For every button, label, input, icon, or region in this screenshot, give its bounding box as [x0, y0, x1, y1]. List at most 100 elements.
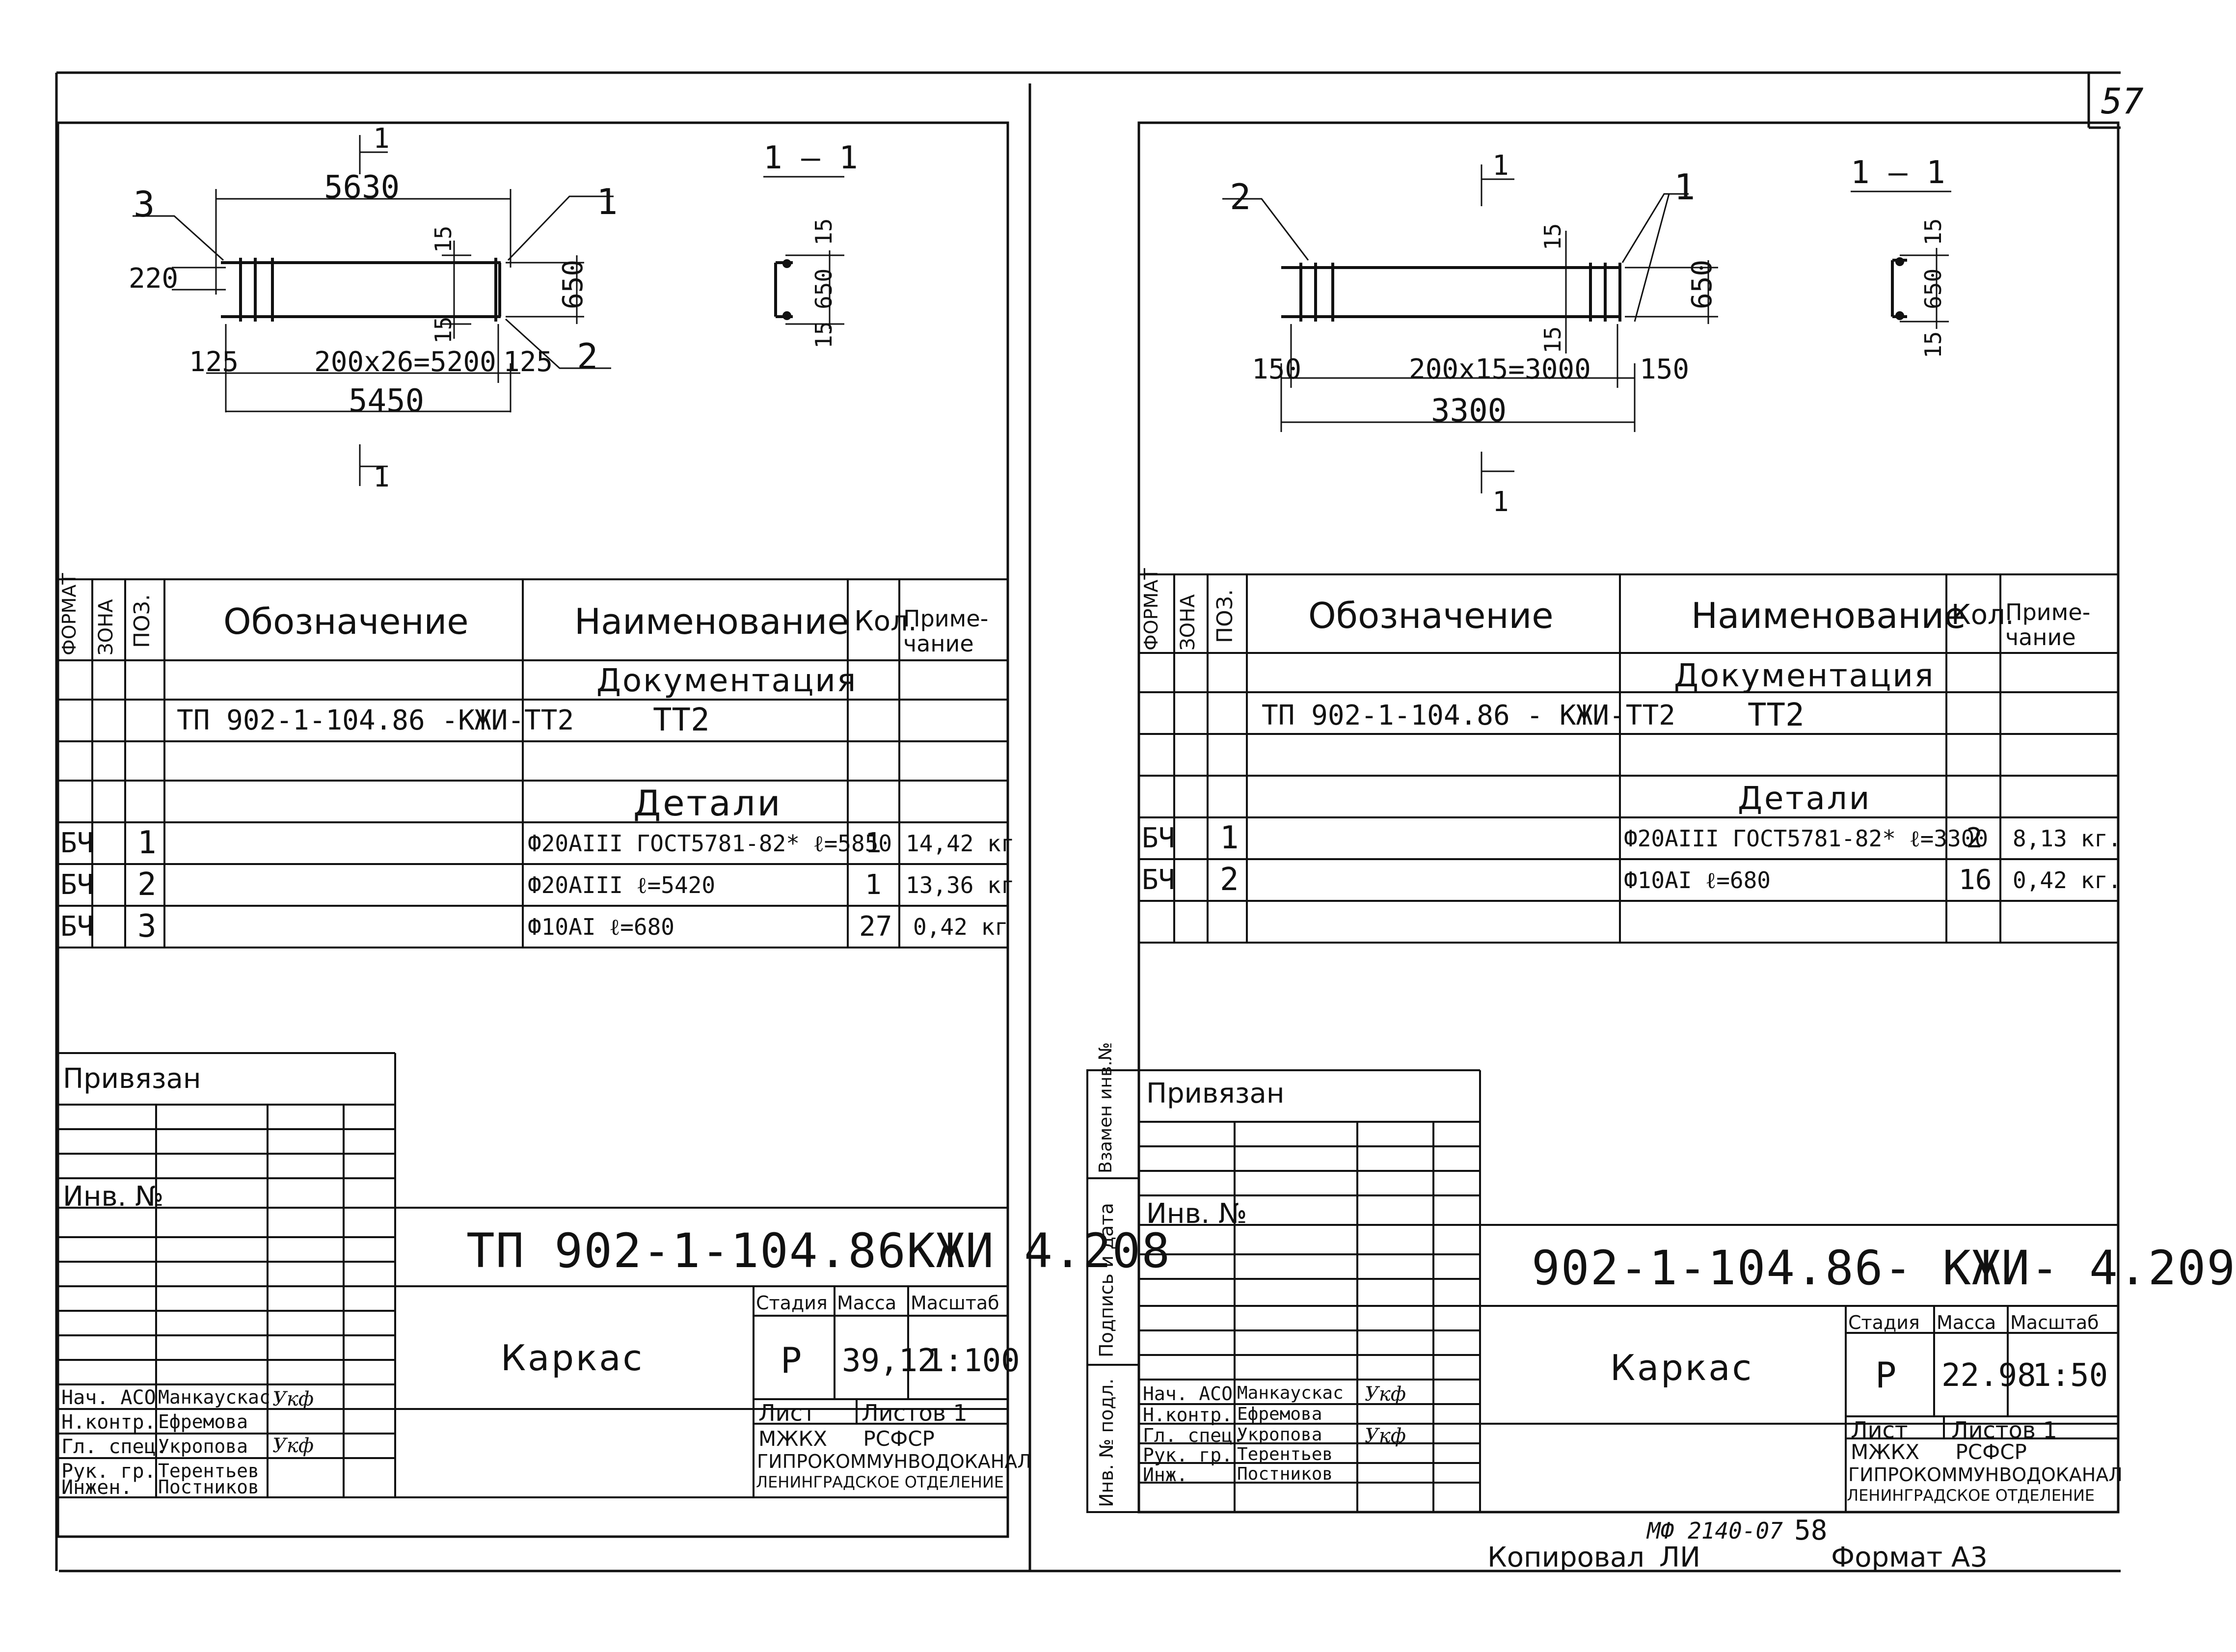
right-stamp-code: 902-1-104.86- КЖИ- 4.209	[1532, 1241, 2236, 1296]
left-dim-cover-bottom: 15	[430, 316, 457, 344]
left-hdr-designation: Обозначение	[223, 601, 469, 642]
right-cage-drawing	[1281, 263, 1621, 322]
right-person-name: Ефремова	[1237, 1404, 1322, 1424]
left-stamp-grid	[58, 1052, 1008, 1498]
right-section-docs: Документация	[1674, 658, 1935, 694]
signature-mark: Укф	[1365, 1425, 1406, 1447]
right-person-name: Терентьев	[1237, 1444, 1333, 1464]
right-row2-pos: 2	[1220, 862, 1239, 898]
right-row1-name: Ф20АIII ГОСТ5781-82* ℓ=3300	[1624, 825, 1989, 852]
right-person-name: Манкаускас	[1237, 1383, 1344, 1403]
right-dim-bottom: 3300	[1431, 393, 1507, 429]
right-doc-designation: ТП 902-1-104.86 - КЖИ-ТТ2	[1262, 700, 1675, 731]
left-row2-note: 13,36 кг	[906, 872, 1015, 898]
left-person-role: Нач. АСО	[61, 1386, 156, 1409]
right-person-role: Нач. АСО	[1143, 1383, 1233, 1405]
left-dim-end-right: 125	[503, 346, 553, 378]
left-person-name: Укропова	[158, 1435, 248, 1457]
left-dim-cover-top: 15	[430, 225, 457, 253]
footer-sheet-no: 58	[1794, 1515, 1828, 1546]
left-row2-qty: 1	[865, 869, 882, 901]
left-row3-name: Ф10АI ℓ=680	[528, 914, 674, 940]
left-hdr-zone: ЗОНА	[95, 599, 117, 655]
right-hdr-format: ФОРМАТ	[1140, 568, 1162, 650]
right-section-cover-top: 15	[1920, 218, 1946, 245]
left-row3-note: 0,42 кг	[913, 914, 1008, 940]
signature-mark: Укф	[1365, 1383, 1406, 1406]
page-number: 57	[2101, 81, 2144, 122]
left-person-name: Терентьев	[158, 1460, 259, 1482]
footer-archive-no: МФ 2140-07	[1647, 1517, 1783, 1544]
left-hdr-note: Приме-чание	[903, 605, 989, 657]
right-person-name: Постников	[1237, 1464, 1333, 1484]
right-person-role: Н.контр.	[1143, 1404, 1233, 1426]
left-stamp-org1: МЖКХ РСФСР	[758, 1427, 935, 1451]
right-row1-note: 8,13 кг.	[2013, 825, 2122, 852]
left-stamp-stage: Р	[781, 1340, 802, 1381]
right-row2-qty: 16	[1959, 864, 1992, 896]
left-dim-bottom: 5450	[349, 383, 425, 419]
right-stamp-org1: МЖКХ РСФСР	[1851, 1440, 2027, 1464]
right-spec-grid	[1139, 573, 2118, 944]
drawing-linework	[55, 71, 2121, 1572]
right-cut-mark-top: 1	[1492, 150, 1509, 182]
right-stamp-title: Каркас	[1610, 1347, 1754, 1388]
left-row3-pos: 3	[137, 908, 157, 945]
right-row2-format: БЧ	[1142, 864, 1175, 896]
signature-mark: Укф	[272, 1435, 314, 1457]
right-callout-1: 1	[1674, 166, 1696, 208]
left-section-dim-650: 650	[810, 268, 837, 309]
right-doc-name: ТТ2	[1748, 697, 1805, 733]
left-cut-mark-top: 1	[373, 123, 390, 155]
right-dim-cover-bottom: 15	[1539, 326, 1566, 353]
left-row3-qty: 27	[859, 911, 892, 943]
right-stamp-scale: 1:50	[2032, 1357, 2108, 1394]
left-stamp-org3: ЛЕНИНГРАДСКОЕ ОТДЕЛЕНИЕ	[756, 1473, 1004, 1491]
right-stamp-stage: Р	[1875, 1354, 1897, 1396]
left-spec-grid	[58, 578, 1008, 948]
right-cut-mark-bottom: 1	[1492, 486, 1509, 518]
right-dim-cover-top: 15	[1539, 223, 1566, 250]
right-section-label: 1 — 1	[1851, 155, 1945, 191]
left-cage-drawing	[221, 258, 501, 322]
left-row1-format: БЧ	[60, 827, 94, 859]
right-row1-qty: 2	[1966, 822, 1983, 854]
left-dim-end-left: 125	[189, 346, 239, 378]
left-person-name: Постников	[158, 1476, 259, 1498]
right-stamp-inv: Инв. №	[1146, 1198, 1247, 1230]
left-stamp-sheets: Листов 1	[862, 1400, 968, 1426]
right-hdr-designation: Обозначение	[1308, 595, 1554, 636]
right-stamp-grid	[1086, 1069, 2118, 1513]
right-dim-650: 650	[1686, 259, 1718, 309]
left-cut-mark-bottom: 1	[373, 461, 390, 493]
right-row2-note: 0,42 кг.	[2013, 867, 2122, 894]
footer-copied: Копировал	[1487, 1542, 1644, 1573]
left-row2-name: Ф20АIII ℓ=5420	[528, 872, 716, 898]
left-row1-name: Ф20АIII ГОСТ5781-82* ℓ=5850	[528, 830, 892, 857]
right-row1-pos: 1	[1220, 820, 1239, 856]
right-section-parts: Детали	[1738, 781, 1872, 817]
right-person-role: Гл. спец.	[1143, 1425, 1244, 1446]
left-section-docs: Документация	[596, 663, 858, 699]
left-stamp-scale: 1:100	[925, 1343, 1020, 1379]
right-person-name: Укропова	[1237, 1425, 1322, 1445]
left-row2-pos: 2	[137, 867, 157, 903]
left-stamp-mass: 39,12	[842, 1343, 937, 1379]
footer-copied-by: ЛИ	[1659, 1542, 1700, 1573]
left-doc-designation: ТП 902-1-104.86 -КЖИ-ТТ2	[177, 704, 574, 736]
left-row1-qty: 1	[865, 827, 882, 859]
right-callout-2: 2	[1230, 176, 1251, 217]
right-stamp-org3: ЛЕНИНГРАДСКОЕ ОТДЕЛЕНИЕ	[1847, 1486, 2095, 1505]
right-stamp-sheet: Лист	[1851, 1417, 1908, 1443]
left-section-cover-top: 15	[810, 218, 837, 245]
right-stamp-stage-h: Стадия	[1848, 1312, 1920, 1333]
right-stamp-sheets: Листов 1	[1951, 1417, 2057, 1443]
left-doc-name: ТТ2	[653, 702, 710, 738]
left-row2-format: БЧ	[60, 869, 94, 901]
right-dim-spacing: 200x15=3000	[1409, 353, 1591, 385]
left-callout-3: 3	[134, 184, 155, 225]
left-person-name: Манкаускас	[158, 1386, 270, 1408]
footer-format: Формат А3	[1831, 1542, 1988, 1573]
right-row2-name: Ф10АI ℓ=680	[1624, 867, 1771, 894]
right-row1-format: БЧ	[1142, 822, 1175, 854]
